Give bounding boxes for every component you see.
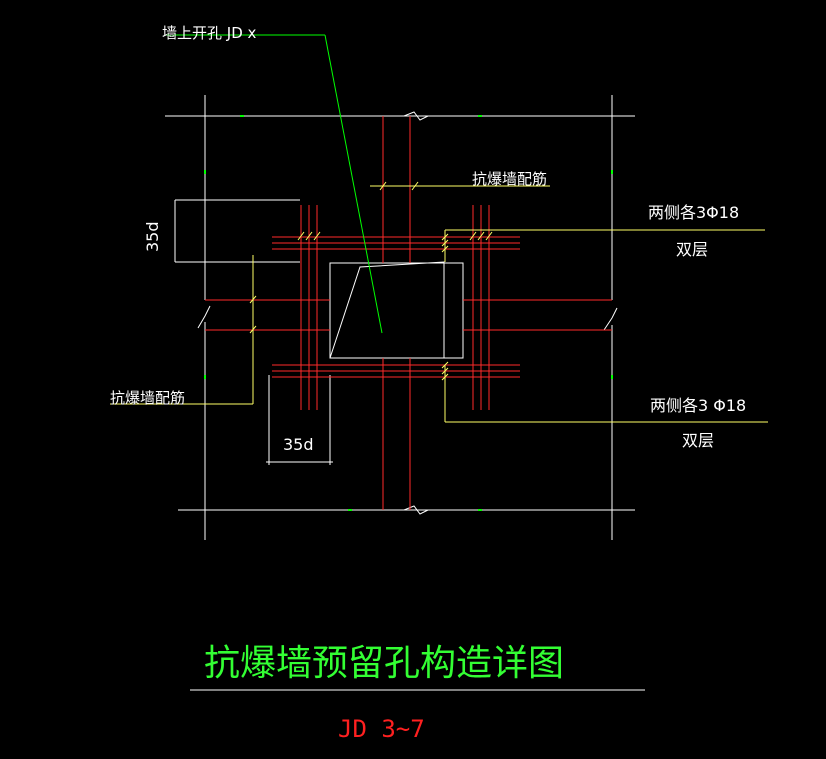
wall-outline — [165, 95, 635, 540]
rebar-group — [205, 116, 612, 510]
dimension-label-vertical: 35d — [143, 221, 162, 252]
layer-label-upper: 双层 — [676, 240, 708, 259]
rebar-label-left: 抗爆墙配筋 — [110, 389, 185, 407]
side-rebar-label-upper: 两侧各3Φ18 — [648, 203, 739, 222]
side-rebar-label-lower: 两侧各3 Φ18 — [650, 396, 746, 415]
opening-leader-label: 墙上开孔 JD x — [162, 24, 257, 42]
drawing-title: 抗爆墙预留孔构造详图 — [204, 643, 564, 684]
rebar-leaders — [110, 181, 768, 423]
layer-label-lower: 双层 — [682, 431, 714, 450]
rebar-label-top: 抗爆墙配筋 — [472, 170, 547, 188]
drawing-subtitle: JD 3~7 — [338, 715, 425, 743]
dimension-label-horizontal: 35d — [283, 435, 314, 454]
wall-markers — [204, 115, 613, 511]
opening-leader — [165, 34, 383, 334]
